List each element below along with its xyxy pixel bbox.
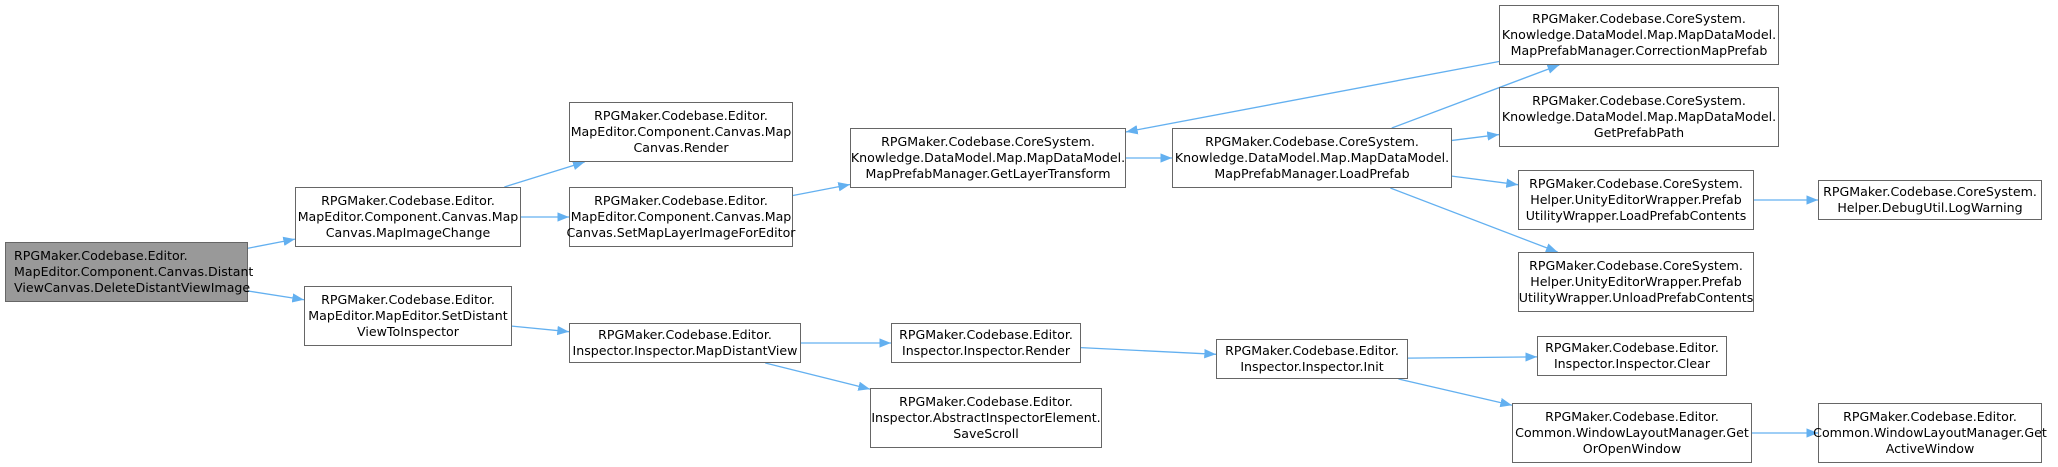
node-label-line: MapEditor.MapEditor.SetDistant xyxy=(308,308,508,323)
node-label-line: RPGMaker.Codebase.CoreSystem. xyxy=(1823,184,2037,199)
node-label-line: UtilityWrapper.LoadPrefabContents xyxy=(1525,208,1747,223)
node-label-line: MapEditor.Component.Canvas.Map xyxy=(570,124,792,139)
edge-n1-n12 xyxy=(247,290,305,303)
node-label-line: Canvas.MapImageChange xyxy=(325,225,491,240)
node-label-line: ViewCanvas.DeleteDistantViewImage xyxy=(14,280,251,295)
node-get-or-open-window[interactable]: RPGMaker.Codebase.Editor. Common.WindowL… xyxy=(1512,403,1752,463)
node-label-line: RPGMaker.Codebase.Editor. xyxy=(1545,409,1719,424)
node-label-line: OrOpenWindow xyxy=(1582,441,1682,456)
edge-n7-n5 xyxy=(1125,60,1500,135)
node-label-line: Knowledge.DataModel.Map.MapDataModel. xyxy=(1174,150,1450,165)
node-label-line: RPGMaker.Codebase.CoreSystem. xyxy=(1532,11,1746,26)
node-load-prefab[interactable]: RPGMaker.Codebase.CoreSystem. Knowledge.… xyxy=(1172,128,1452,188)
edge-n6-n7 xyxy=(1391,64,1560,129)
node-label-line: Knowledge.DataModel.Map.MapDataModel. xyxy=(850,150,1126,165)
node-label-line: Helper.DebugUtil.LogWarning xyxy=(1837,200,2023,215)
node-label-line: RPGMaker.Codebase.Editor. xyxy=(14,248,188,263)
node-load-prefab-contents[interactable]: RPGMaker.Codebase.CoreSystem. Helper.Uni… xyxy=(1518,170,1754,230)
node-label-line: Common.WindowLayoutManager.Get xyxy=(1515,425,1749,440)
node-log-warning[interactable]: RPGMaker.Codebase.CoreSystem. Helper.Deb… xyxy=(1818,180,2042,220)
node-label-line: RPGMaker.Codebase.Editor. xyxy=(321,292,495,307)
node-label-line: GetPrefabPath xyxy=(1593,125,1685,140)
node-label-line: Inspector.Inspector.MapDistantView xyxy=(572,343,798,358)
node-label-line: Canvas.Render xyxy=(633,140,729,155)
node-get-layer-transform[interactable]: RPGMaker.Codebase.CoreSystem. Knowledge.… xyxy=(850,128,1126,188)
node-label-line: MapEditor.Component.Canvas.Map xyxy=(570,209,792,224)
node-label-line: RPGMaker.Codebase.Editor. xyxy=(899,394,1073,409)
node-label-line: MapEditor.Component.Canvas.Map xyxy=(297,209,519,224)
edge-n6-n11 xyxy=(1390,187,1558,253)
node-label-line: Knowledge.DataModel.Map.MapDataModel. xyxy=(1501,109,1777,124)
node-label-line: Knowledge.DataModel.Map.MapDataModel. xyxy=(1501,27,1777,42)
edge-n6-n9 xyxy=(1451,175,1519,188)
node-label-line: Common.WindowLayoutManager.Get xyxy=(1813,425,2047,440)
node-label-line: Inspector.Inspector.Init xyxy=(1240,359,1384,374)
edge-n1-n2 xyxy=(247,236,296,249)
edge-n16-n17 xyxy=(1407,352,1538,362)
node-label-line: MapPrefabManager.GetLayerTransform xyxy=(865,166,1111,181)
node-label-line: Canvas.SetMapLayerImageForEditor xyxy=(566,225,796,240)
edge-n13-n15 xyxy=(765,362,871,391)
node-set-map-layer-image-for-editor[interactable]: RPGMaker.Codebase.Editor. MapEditor.Comp… xyxy=(566,187,796,247)
node-label-line: SaveScroll xyxy=(953,426,1019,441)
edge-n4-n5 xyxy=(792,182,851,197)
edge-n16-n18 xyxy=(1398,378,1513,408)
node-map-canvas-render[interactable]: RPGMaker.Codebase.Editor. MapEditor.Comp… xyxy=(569,102,793,162)
node-label-line: RPGMaker.Codebase.CoreSystem. xyxy=(1529,258,1743,273)
node-label-line: RPGMaker.Codebase.CoreSystem. xyxy=(1532,93,1746,108)
node-label-line: MapEditor.Component.Canvas.Distant xyxy=(14,264,254,279)
node-label-line: RPGMaker.Codebase.CoreSystem. xyxy=(881,134,1095,149)
node-unload-prefab-contents[interactable]: RPGMaker.Codebase.CoreSystem. Helper.Uni… xyxy=(1518,252,1754,312)
node-label-line: Helper.UnityEditorWrapper.Prefab xyxy=(1530,192,1742,207)
node-label-line: RPGMaker.Codebase.Editor. xyxy=(1843,409,2017,424)
node-label-line: Helper.UnityEditorWrapper.Prefab xyxy=(1530,274,1742,289)
node-inspector-clear[interactable]: RPGMaker.Codebase.Editor. Inspector.Insp… xyxy=(1537,336,1727,376)
node-map-image-change[interactable]: RPGMaker.Codebase.Editor. MapEditor.Comp… xyxy=(295,187,521,247)
node-label-line: Inspector.Inspector.Render xyxy=(901,343,1071,358)
node-label-line: RPGMaker.Codebase.Editor. xyxy=(594,108,768,123)
node-set-distant-view-to-inspector[interactable]: RPGMaker.Codebase.Editor. MapEditor.MapE… xyxy=(304,286,512,346)
node-label-line: Inspector.Inspector.Clear xyxy=(1553,356,1711,371)
node-inspector-render[interactable]: RPGMaker.Codebase.Editor. Inspector.Insp… xyxy=(891,323,1081,363)
edge-n12-n13 xyxy=(511,325,570,336)
node-delete-distant-view-image[interactable]: RPGMaker.Codebase.Editor. MapEditor.Comp… xyxy=(5,242,253,302)
node-label-line: RPGMaker.Codebase.Editor. xyxy=(1545,340,1719,355)
node-correction-map-prefab[interactable]: RPGMaker.Codebase.CoreSystem. Knowledge.… xyxy=(1499,5,1779,65)
edge-n2-n3 xyxy=(504,161,585,188)
node-label-line: RPGMaker.Codebase.Editor. xyxy=(1225,343,1399,358)
node-inspector-init[interactable]: RPGMaker.Codebase.Editor. Inspector.Insp… xyxy=(1216,339,1408,379)
node-label-line: Inspector.AbstractInspectorElement. xyxy=(871,410,1101,425)
node-label-line: RPGMaker.Codebase.CoreSystem. xyxy=(1205,134,1419,149)
node-label-line: RPGMaker.Codebase.Editor. xyxy=(594,193,768,208)
node-label-line: RPGMaker.Codebase.CoreSystem. xyxy=(1529,176,1743,191)
node-label-line: ActiveWindow xyxy=(1885,441,1975,456)
node-label-line: RPGMaker.Codebase.Editor. xyxy=(598,327,772,342)
node-map-distant-view[interactable]: RPGMaker.Codebase.Editor. Inspector.Insp… xyxy=(569,323,801,363)
edge-n14-n16 xyxy=(1080,347,1217,359)
node-label-line: UtilityWrapper.UnloadPrefabContents xyxy=(1518,290,1754,305)
node-label-line: ViewToInspector xyxy=(357,324,459,339)
node-get-prefab-path[interactable]: RPGMaker.Codebase.CoreSystem. Knowledge.… xyxy=(1499,87,1779,147)
node-save-scroll[interactable]: RPGMaker.Codebase.Editor. Inspector.Abst… xyxy=(870,388,1102,448)
node-label-line: RPGMaker.Codebase.Editor. xyxy=(899,327,1073,342)
node-label-line: MapPrefabManager.CorrectionMapPrefab xyxy=(1510,43,1768,58)
node-label-line: RPGMaker.Codebase.Editor. xyxy=(321,193,495,208)
node-get-active-window[interactable]: RPGMaker.Codebase.Editor. Common.WindowL… xyxy=(1813,403,2047,463)
edge-n6-n8 xyxy=(1451,131,1500,142)
node-label-line: MapPrefabManager.LoadPrefab xyxy=(1214,166,1410,181)
